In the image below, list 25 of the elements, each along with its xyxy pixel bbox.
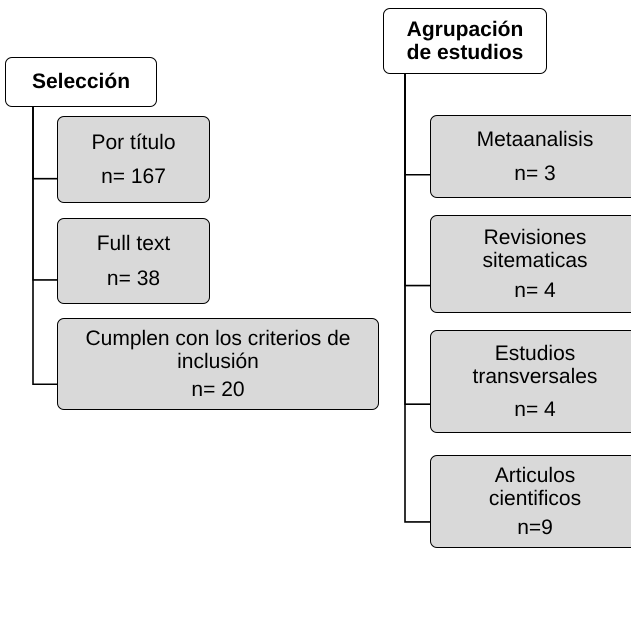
connector-line (32, 107, 57, 386)
category-box (57, 218, 210, 304)
box-label: Por título (91, 130, 176, 154)
category-box (57, 116, 210, 203)
box-label: Metaanalisis (476, 128, 594, 152)
box-label: Revisiones sitematicas (481, 226, 589, 272)
count-label: n= 167 (101, 165, 166, 188)
count-label: n= 38 (106, 266, 160, 290)
box-label: Full text (96, 232, 170, 256)
count-label: n= 4 (514, 279, 556, 302)
category-box (430, 115, 631, 198)
connector-line (404, 74, 430, 523)
category-box (430, 215, 631, 313)
box-label: Selección (32, 70, 130, 94)
count-label: n= 3 (514, 162, 556, 185)
box-label: Estudios transversales (472, 342, 598, 388)
box-label: Agrupación de estudios (406, 18, 524, 64)
category-box (57, 318, 379, 410)
category-box (430, 330, 631, 433)
header-box (383, 8, 547, 74)
category-box (430, 455, 631, 548)
header-box (5, 57, 157, 107)
count-label: n= 4 (514, 398, 556, 421)
count-label: n=9 (517, 516, 553, 540)
count-label: n= 20 (191, 378, 245, 402)
